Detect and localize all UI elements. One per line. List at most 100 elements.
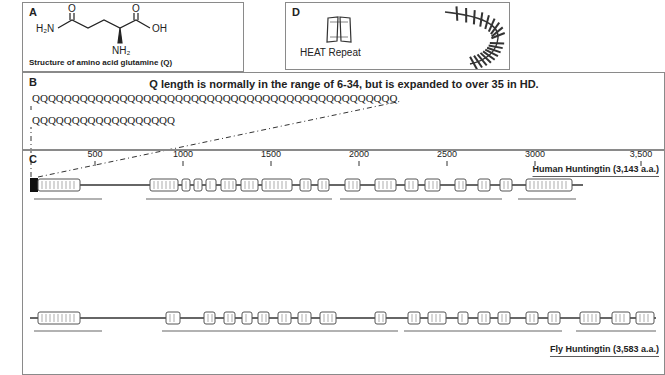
domain-stripe bbox=[210, 181, 211, 189]
heat-domain bbox=[636, 312, 654, 324]
heat-domain bbox=[612, 312, 630, 324]
domain-stripe bbox=[552, 314, 553, 322]
domain-stripe bbox=[459, 181, 460, 189]
heat-domain bbox=[320, 312, 336, 324]
domain-stripe bbox=[644, 314, 645, 322]
scale-number: 3,500 bbox=[630, 150, 653, 160]
atom-label: NH₂ bbox=[112, 45, 130, 56]
domain-stripe bbox=[616, 314, 617, 322]
solenoid-helix bbox=[473, 10, 476, 24]
solenoid-helix bbox=[483, 51, 495, 59]
domain-stripe bbox=[486, 181, 487, 189]
domain-stripe bbox=[253, 181, 254, 189]
polyq-expanded: QQQQQQQQQQQQQQQQQQQQQQQQQQQQQQQQQQQQQQQQ… bbox=[32, 92, 397, 104]
leader-lines bbox=[31, 101, 401, 177]
domain-stripe bbox=[437, 181, 438, 189]
domain-stripe bbox=[324, 314, 325, 322]
domain-stripe bbox=[42, 181, 43, 189]
domain-stripe bbox=[74, 314, 75, 322]
solenoid-helix bbox=[456, 6, 459, 20]
heat-domain bbox=[455, 179, 466, 191]
domain-stripe bbox=[306, 314, 307, 322]
heat-domain bbox=[204, 312, 215, 324]
solenoid-helix bbox=[480, 12, 482, 26]
heat-domain bbox=[150, 179, 178, 191]
domain-stripe bbox=[550, 181, 551, 189]
scale-number: 2000 bbox=[349, 150, 369, 160]
heat-domain bbox=[298, 312, 311, 324]
atom-label: OH bbox=[152, 23, 167, 34]
scale-number: 500 bbox=[87, 150, 102, 160]
heat-domain bbox=[526, 179, 572, 191]
domain-stripe bbox=[186, 181, 187, 189]
protein-backbones bbox=[30, 185, 656, 318]
domain-stripe bbox=[620, 314, 621, 322]
domain-stripe bbox=[50, 314, 51, 322]
domain-stripe bbox=[538, 181, 539, 189]
leader-line bbox=[31, 106, 32, 110]
domain-stripe bbox=[70, 181, 71, 189]
domain-stripe bbox=[413, 181, 414, 189]
domain-stripe bbox=[542, 181, 543, 189]
panel-heading: Q length is normally in the range of 6-3… bbox=[149, 78, 538, 90]
domain-stripe bbox=[166, 181, 167, 189]
heat-domain bbox=[428, 312, 446, 324]
heat-domain bbox=[38, 312, 80, 324]
domain-stripe bbox=[266, 314, 267, 322]
domain-stripe bbox=[332, 314, 333, 322]
domain-stripe bbox=[212, 314, 213, 322]
scale-number: 1500 bbox=[261, 150, 281, 160]
domain-stripe bbox=[174, 314, 175, 322]
heat-domains bbox=[38, 179, 654, 324]
polyq-normal: QQQQQQQQQQQQQQQQQQ bbox=[32, 114, 175, 126]
domain-stripe bbox=[246, 314, 247, 322]
domain-stripe bbox=[534, 181, 535, 189]
domain-stripe bbox=[278, 181, 279, 189]
domain-stripe bbox=[584, 314, 585, 322]
domain-stripe bbox=[463, 181, 464, 189]
domain-stripe bbox=[546, 181, 547, 189]
protein-name: Fly Huntingtin (3,583 a.a.) bbox=[550, 345, 659, 355]
heat-domain bbox=[182, 179, 190, 191]
heat-domain bbox=[405, 179, 418, 191]
heat-domain bbox=[580, 312, 600, 324]
domain-stripe bbox=[54, 181, 55, 189]
domain-stripe bbox=[534, 314, 535, 322]
domain-stripe bbox=[566, 181, 567, 189]
heat-domain bbox=[278, 312, 291, 324]
domain-stripe bbox=[326, 181, 327, 189]
domain-stripe bbox=[198, 181, 199, 189]
domain-stripe bbox=[46, 181, 47, 189]
domain-stripe bbox=[383, 314, 384, 322]
heat-domain bbox=[166, 312, 180, 324]
heat-domain bbox=[548, 312, 560, 324]
domain-stripe bbox=[409, 181, 410, 189]
heat-domain bbox=[241, 179, 258, 191]
solenoid-helix bbox=[491, 33, 504, 38]
heat-domain bbox=[498, 312, 510, 324]
domain-stripe bbox=[379, 181, 380, 189]
domain-stripe bbox=[357, 181, 358, 189]
domain-stripe bbox=[286, 181, 287, 189]
heat-domain bbox=[242, 312, 252, 324]
domain-stripe bbox=[208, 314, 209, 322]
heat-domain bbox=[425, 179, 440, 191]
domain-stripe bbox=[379, 314, 380, 322]
panel-letter: A bbox=[29, 6, 37, 18]
domain-stripe bbox=[506, 314, 507, 322]
domain-stripe bbox=[66, 314, 67, 322]
domain-stripe bbox=[262, 314, 263, 322]
heat-repeat-icon bbox=[327, 17, 351, 42]
panel-letter: B bbox=[29, 76, 37, 88]
solenoid-helix bbox=[489, 46, 503, 49]
heat-domain bbox=[458, 312, 468, 324]
panel-caption: Structure of amino acid glutamine (Q) bbox=[29, 59, 172, 68]
domain-stripe bbox=[232, 314, 233, 322]
label-underlines bbox=[532, 177, 659, 357]
heat-domain bbox=[258, 312, 269, 324]
panel-c: C bbox=[22, 150, 665, 375]
domain-stripe bbox=[162, 181, 163, 189]
leader-line bbox=[31, 127, 32, 177]
heat-domain bbox=[500, 179, 512, 191]
polyq-region bbox=[30, 178, 38, 192]
